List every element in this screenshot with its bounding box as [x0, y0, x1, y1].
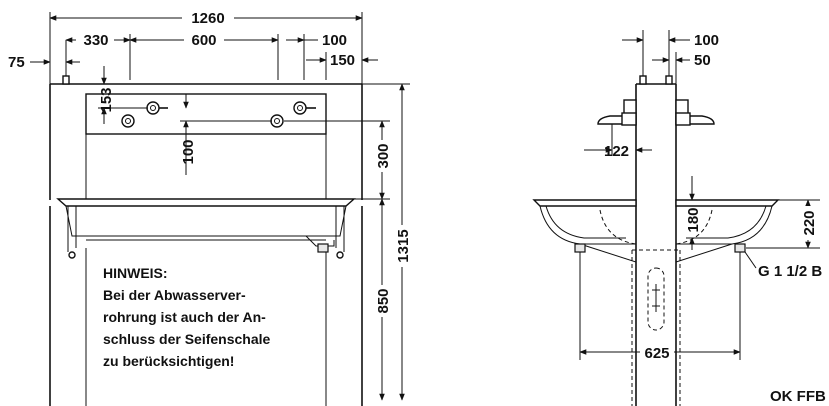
side-basins [532, 199, 780, 360]
side-dim-outlet-spacing: 625 [644, 345, 669, 362]
side-dim-top-50: 50 [694, 52, 711, 69]
tap-left-icon [146, 101, 160, 115]
dim-tap-spacing: 600 [191, 32, 216, 49]
note-line-1: Bei der Abwasserver- [103, 287, 246, 303]
side-dim-basin-depth: 180 [685, 207, 702, 232]
dim-left-offset: 330 [83, 32, 108, 49]
side-connections [639, 75, 673, 85]
fitting-panel [85, 93, 327, 135]
side-floor-label: OK FFB [770, 388, 826, 405]
side-dim-tap-projection: 122 [604, 143, 629, 160]
side-dimensions: 100 50 122 180 220 G 1 1/2 B [579, 30, 826, 405]
note-line-3: schluss der Seifenschale [103, 331, 271, 347]
valve-left-icon [121, 114, 135, 128]
front-dimensions: 1260 330 600 100 75 150 153 [8, 9, 412, 401]
valve-right-icon [270, 114, 284, 128]
tap-right-icon [293, 101, 307, 115]
dim-right-edge: 150 [330, 52, 355, 69]
dim-edge: 75 [8, 54, 25, 71]
side-taps [597, 112, 715, 126]
soap-dish-outline [647, 267, 665, 331]
note-line-4: zu berücksichtigen! [103, 353, 234, 369]
dim-fitting-drop: 100 [180, 139, 197, 164]
note-title: HINWEIS: [103, 265, 168, 281]
side-dim-outlet-height: 220 [801, 210, 818, 235]
side-outlet-label: G 1 1/2 B [758, 263, 822, 280]
front-basin [56, 198, 356, 259]
dim-right-offset: 100 [322, 32, 347, 49]
hinweis-note: HINWEIS: Bei der Abwasserver- rohrung is… [103, 265, 271, 369]
note-line-2: rohrung ist auch der An- [103, 309, 266, 325]
side-view: 100 50 122 180 220 G 1 1/2 B [532, 30, 826, 406]
dim-total-width: 1260 [191, 10, 224, 27]
dim-above-basin: 300 [375, 143, 392, 168]
side-dim-top-100: 100 [694, 32, 719, 49]
dim-total-height: 1315 [395, 229, 412, 262]
dim-top-fitting: 153 [98, 87, 115, 112]
dim-basin-height: 850 [375, 288, 392, 313]
front-fittings [62, 70, 316, 128]
front-view: 1260 330 600 100 75 150 153 [8, 9, 412, 406]
